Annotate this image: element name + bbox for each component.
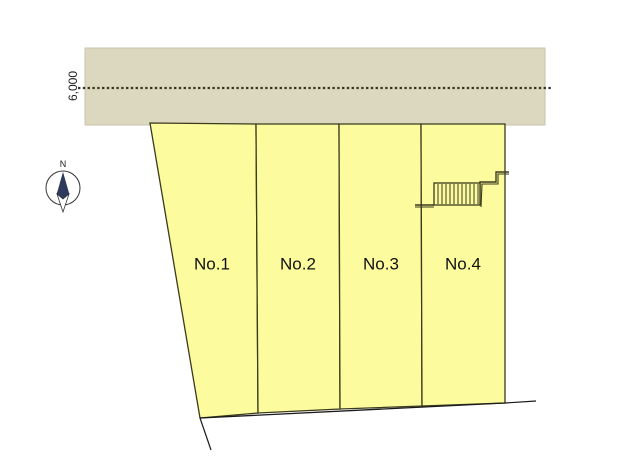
lot-label-no3: No.3 <box>363 254 399 273</box>
boundary-extensions <box>199 400 537 451</box>
compass-north-label: N <box>60 159 67 169</box>
lot-label-no4: No.4 <box>445 254 481 273</box>
boundary-bottom-edge <box>199 402 506 419</box>
road-group <box>78 47 552 126</box>
boundary-right-extension <box>504 400 537 404</box>
lot-label-no2: No.2 <box>280 254 316 273</box>
stair-treads <box>437 184 479 204</box>
frontage-road-band <box>84 47 546 126</box>
lot-label-no1: No.1 <box>194 254 230 273</box>
compass-south-needle-icon <box>56 192 70 214</box>
stair-box <box>433 182 481 206</box>
boundary-left-extension <box>199 417 212 451</box>
road-width-label: 6,000 <box>66 71 80 101</box>
lot-labels-group: No.1 No.2 No.3 No.4 <box>194 254 481 273</box>
staircase-group <box>415 171 509 208</box>
road-width-dimension: 6,000 <box>66 71 80 101</box>
compass-rose: N <box>45 159 81 214</box>
stair-landing-path-lower <box>480 173 509 208</box>
